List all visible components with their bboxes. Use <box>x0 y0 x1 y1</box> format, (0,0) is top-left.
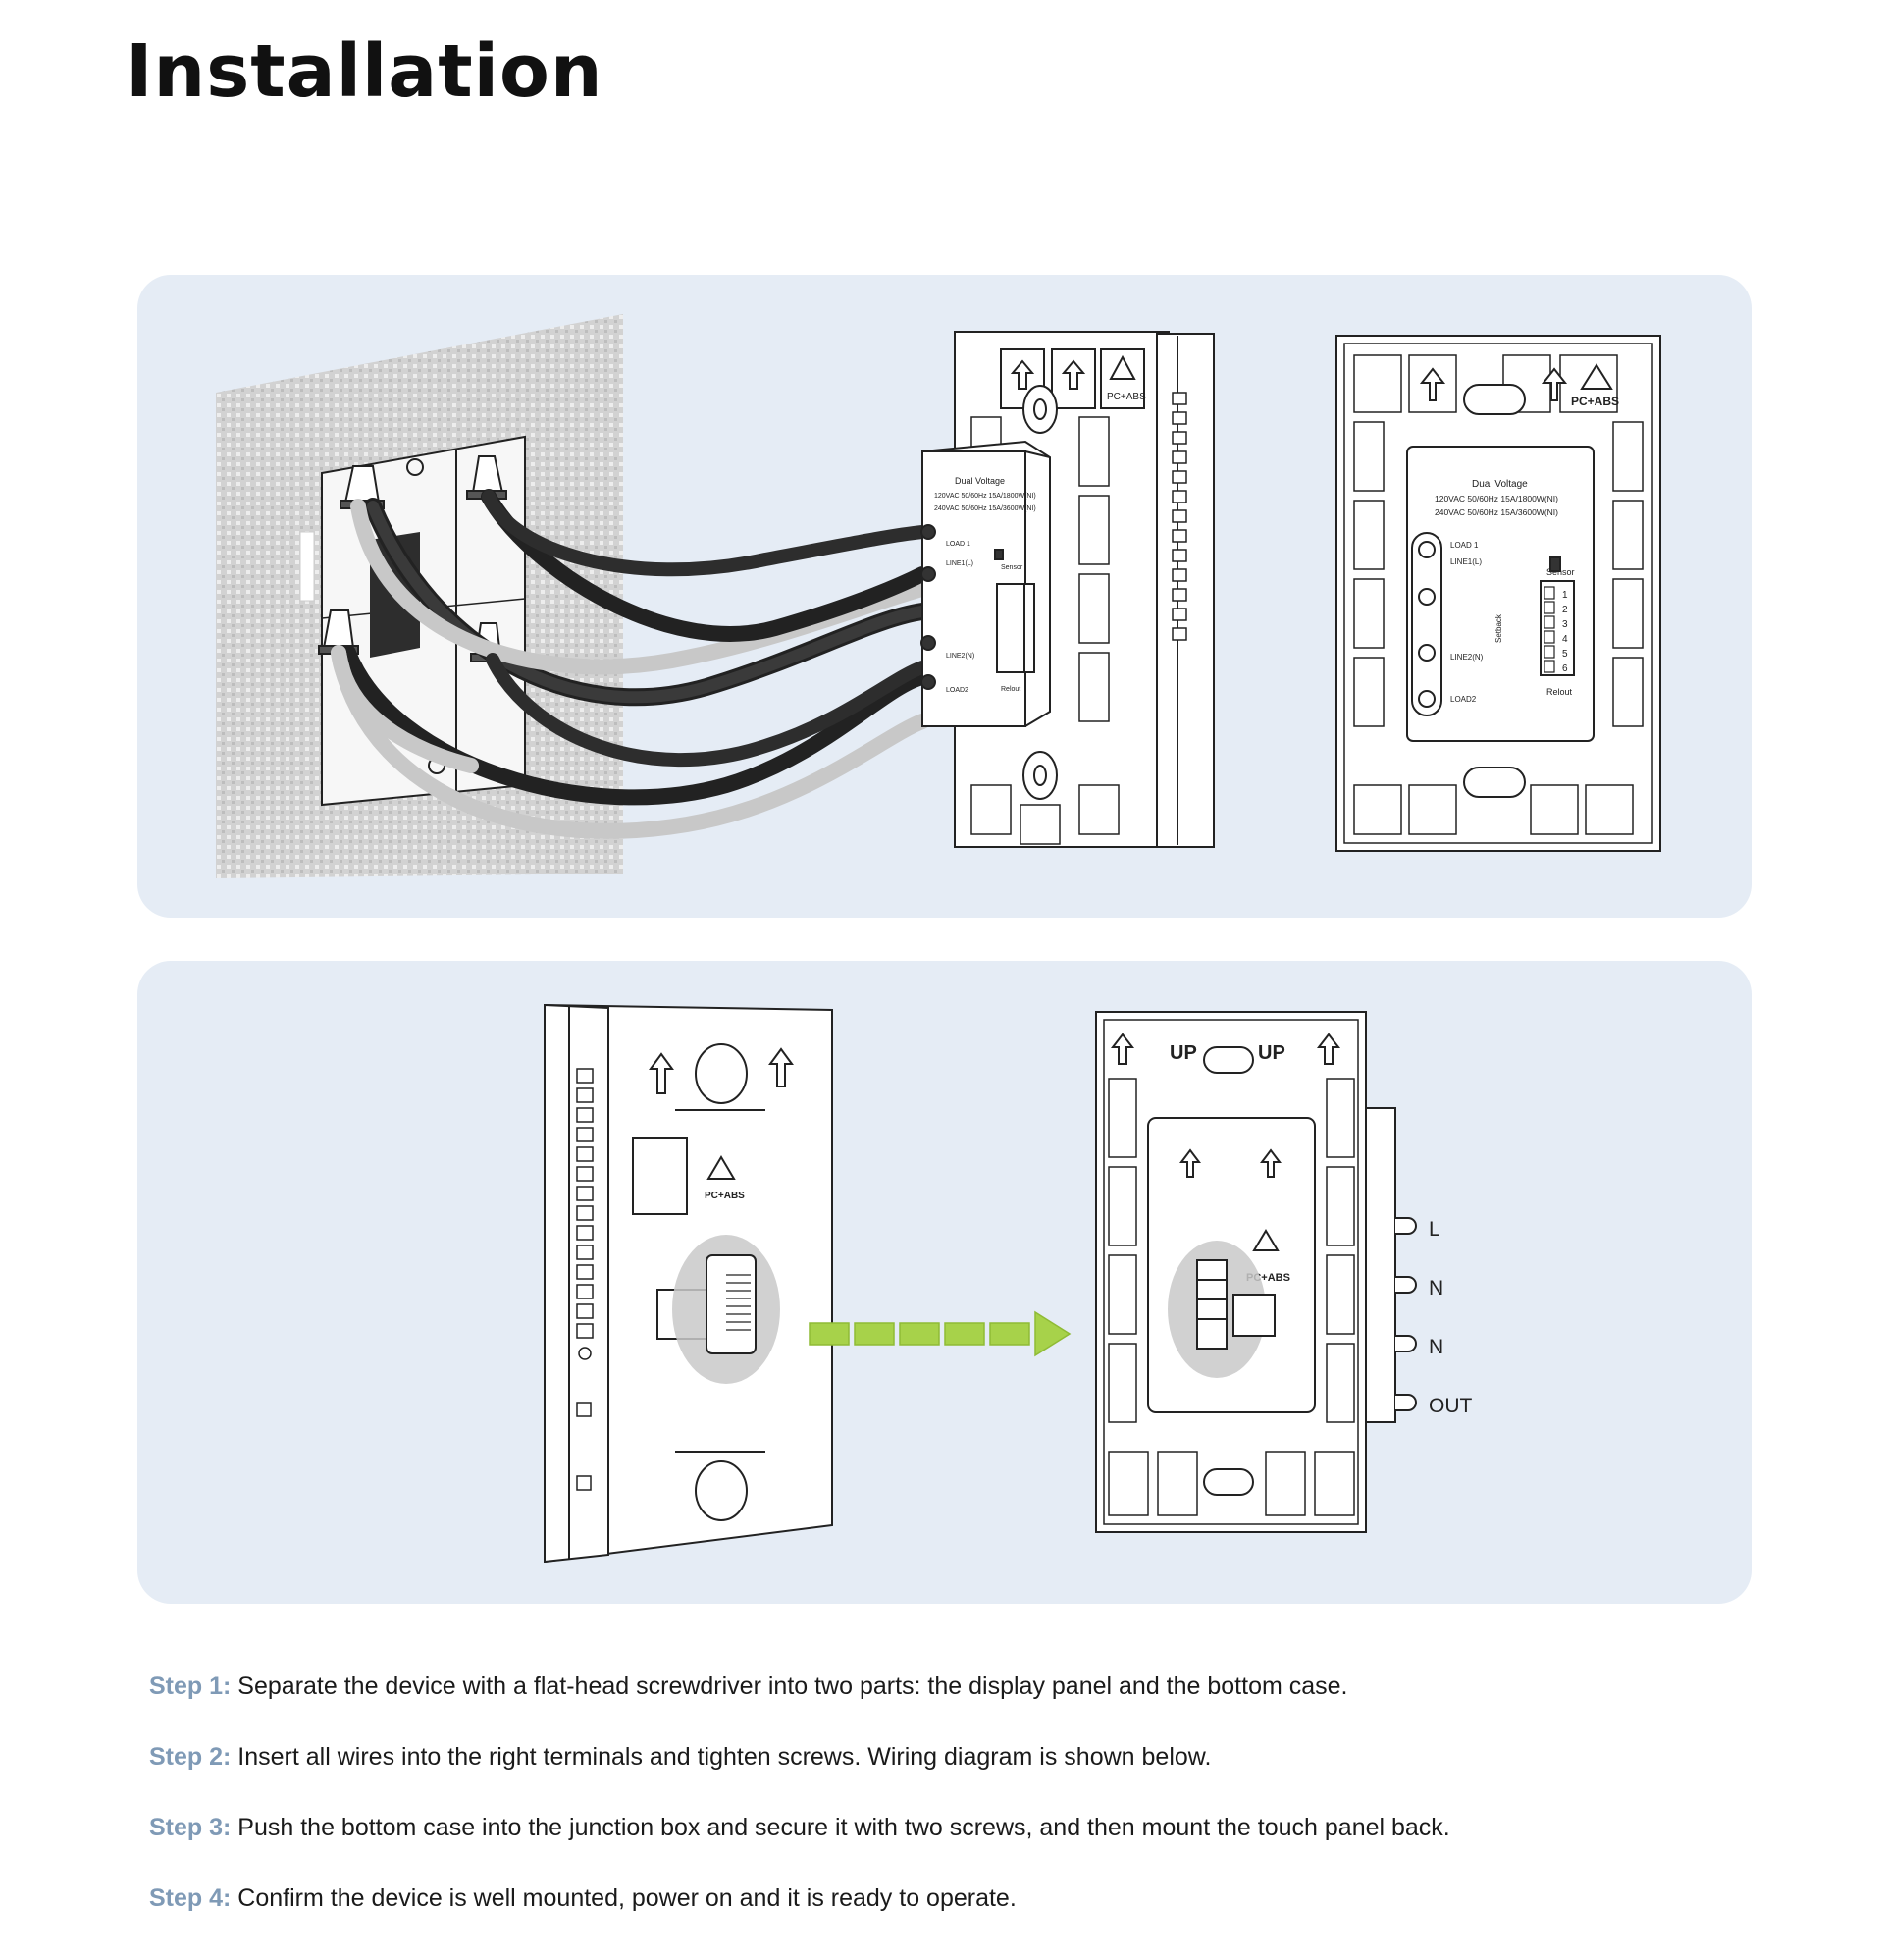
device-side-view: PC+ABS Dual Voltage 120VAC 50/60Hz 15A/1… <box>920 331 1215 848</box>
step-text: Push the bottom case into the junction b… <box>231 1814 1450 1841</box>
svg-text:LINE2(N): LINE2(N) <box>1450 653 1484 662</box>
bottom-case: UP UP PC+ABS <box>1095 1011 1396 1533</box>
svg-text:PC+ABS: PC+ABS <box>1571 395 1619 408</box>
svg-text:Dual Voltage: Dual Voltage <box>955 476 1005 486</box>
page-title: Installation <box>126 29 603 114</box>
svg-text:1: 1 <box>1562 590 1568 601</box>
svg-text:3: 3 <box>1562 619 1568 630</box>
step-text: Confirm the device is well mounted, powe… <box>231 1884 1017 1912</box>
step-text: Insert all wires into the right terminal… <box>231 1743 1212 1771</box>
svg-text:PC+ABS: PC+ABS <box>705 1191 745 1201</box>
svg-text:Relout: Relout <box>1001 686 1020 693</box>
svg-text:LOAD2: LOAD2 <box>946 687 968 694</box>
svg-text:4: 4 <box>1562 634 1568 645</box>
step-4: Step 4: Confirm the device is well mount… <box>149 1881 1739 1916</box>
svg-text:120VAC 50/60Hz 15A/1800W(NI): 120VAC 50/60Hz 15A/1800W(NI) <box>934 493 1036 500</box>
mounting-diagram-panel: PC+ABS UP UP <box>137 961 1752 1604</box>
step-text: Separate the device with a flat-head scr… <box>231 1672 1348 1700</box>
svg-text:240VAC 50/60Hz 15A/3600W(NI): 240VAC 50/60Hz 15A/3600W(NI) <box>1435 507 1558 517</box>
installation-steps: Step 1: Separate the device with a flat-… <box>149 1669 1739 1951</box>
svg-text:LOAD 1: LOAD 1 <box>946 541 970 548</box>
svg-text:240VAC 50/60Hz 15A/3600W(NI): 240VAC 50/60Hz 15A/3600W(NI) <box>934 505 1036 512</box>
mounting-illustration: PC+ABS UP UP <box>544 1003 1473 1563</box>
svg-text:LINE2(N): LINE2(N) <box>946 653 974 660</box>
svg-text:LOAD 1: LOAD 1 <box>1450 541 1479 550</box>
svg-text:2: 2 <box>1562 605 1568 615</box>
svg-text:LINE1(L): LINE1(L) <box>946 560 973 567</box>
svg-text:LINE1(L): LINE1(L) <box>1450 557 1482 566</box>
terminal-label-out: OUT <box>1429 1395 1473 1417</box>
svg-text:Sensor: Sensor <box>1001 564 1023 571</box>
wiring-illustration: PC+ABS Dual Voltage 120VAC 50/60Hz 15A/1… <box>216 314 1661 878</box>
svg-text:Relout: Relout <box>1546 687 1573 697</box>
wires <box>331 489 931 839</box>
step-3: Step 3: Push the bottom case into the ju… <box>149 1810 1739 1845</box>
step-label: Step 1: <box>149 1672 232 1700</box>
svg-text:Dual Voltage: Dual Voltage <box>1472 479 1528 490</box>
wiring-diagram-panel: PC+ABS Dual Voltage 120VAC 50/60Hz 15A/1… <box>137 275 1752 918</box>
terminal-label-n2: N <box>1429 1336 1443 1358</box>
svg-text:5: 5 <box>1562 649 1568 660</box>
svg-text:6: 6 <box>1562 663 1568 674</box>
terminal-screws <box>1395 1217 1417 1411</box>
svg-text:Setback: Setback <box>1494 613 1503 643</box>
step-label: Step 4: <box>149 1884 232 1912</box>
svg-text:UP: UP <box>1170 1042 1197 1064</box>
step-1: Step 1: Separate the device with a flat-… <box>149 1669 1739 1704</box>
svg-text:120VAC 50/60Hz 15A/1800W(NI): 120VAC 50/60Hz 15A/1800W(NI) <box>1435 494 1558 503</box>
svg-text:UP: UP <box>1258 1042 1285 1064</box>
terminal-label-l: L <box>1429 1218 1440 1241</box>
device-front-view: PC+ABS Dual Voltage 120VAC 50/60Hz 15A/1… <box>1335 335 1661 852</box>
insert-arrow <box>809 1310 1072 1357</box>
step-label: Step 3: <box>149 1814 232 1841</box>
step-2: Step 2: Insert all wires into the right … <box>149 1739 1739 1775</box>
terminal-label-n1: N <box>1429 1277 1443 1299</box>
svg-text:LOAD2: LOAD2 <box>1450 695 1477 704</box>
step-label: Step 2: <box>149 1743 232 1771</box>
svg-text:PC+ABS: PC+ABS <box>1107 392 1146 402</box>
